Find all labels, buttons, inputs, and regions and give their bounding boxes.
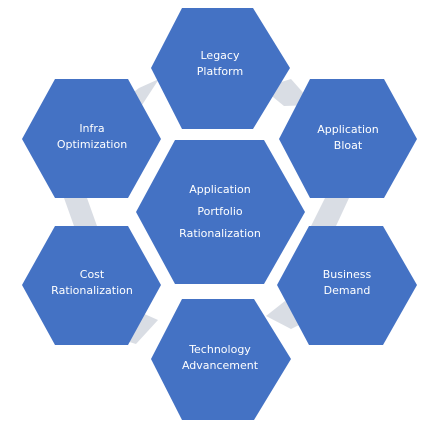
- node-label-lower-left: Cost Rationalization: [32, 263, 152, 303]
- node-label-lower-right: Business Demand: [287, 263, 407, 303]
- node-label-upper-right: Application Bloat: [288, 118, 408, 158]
- hexagon-top: [151, 8, 290, 129]
- node-label-upper-left: Infra Optimization: [32, 117, 152, 157]
- node-label-bottom-line-1: Technology: [189, 343, 251, 356]
- node-label-upper-right-line-2: Bloat: [333, 139, 363, 152]
- node-label-lower-right-line-2: Demand: [323, 284, 371, 297]
- node-label-lower-left-line-2: Rationalization: [51, 284, 133, 297]
- hexagon-lower-left: [22, 226, 161, 345]
- node-label-lower-left-line-1: Cost: [79, 268, 105, 281]
- node-label-upper-left-line-1: Infra: [79, 122, 105, 135]
- connector-lower-left-upper-left: [64, 198, 97, 226]
- node-label-top-line-1: Legacy: [200, 49, 240, 62]
- connector-upper-right-lower-right: [311, 198, 349, 226]
- node-label-upper-right-line-1: Application: [317, 123, 379, 136]
- hexagon-upper-left: [22, 79, 161, 198]
- node-label-upper-left-line-2: Optimization: [56, 138, 128, 151]
- node-label-bottom: Technology Advancement: [160, 338, 280, 378]
- center-label: Application Portfolio Rationalization: [150, 170, 290, 254]
- center-label-line-3: Rationalization: [179, 227, 261, 240]
- center-label-line-1: Application: [189, 183, 251, 196]
- hexagon-upper-right: [279, 79, 417, 198]
- hexagon-bottom: [151, 299, 291, 420]
- node-label-top-line-2: Platform: [196, 65, 244, 78]
- hexagon-center: [136, 140, 305, 284]
- node-label-bottom-line-2: Advancement: [181, 359, 259, 372]
- hexagon-lower-right: [277, 226, 417, 345]
- node-label-lower-right-line-1: Business: [322, 268, 372, 281]
- node-label-top: Legacy Platform: [160, 44, 280, 84]
- center-label-line-2: Portfolio: [197, 205, 243, 218]
